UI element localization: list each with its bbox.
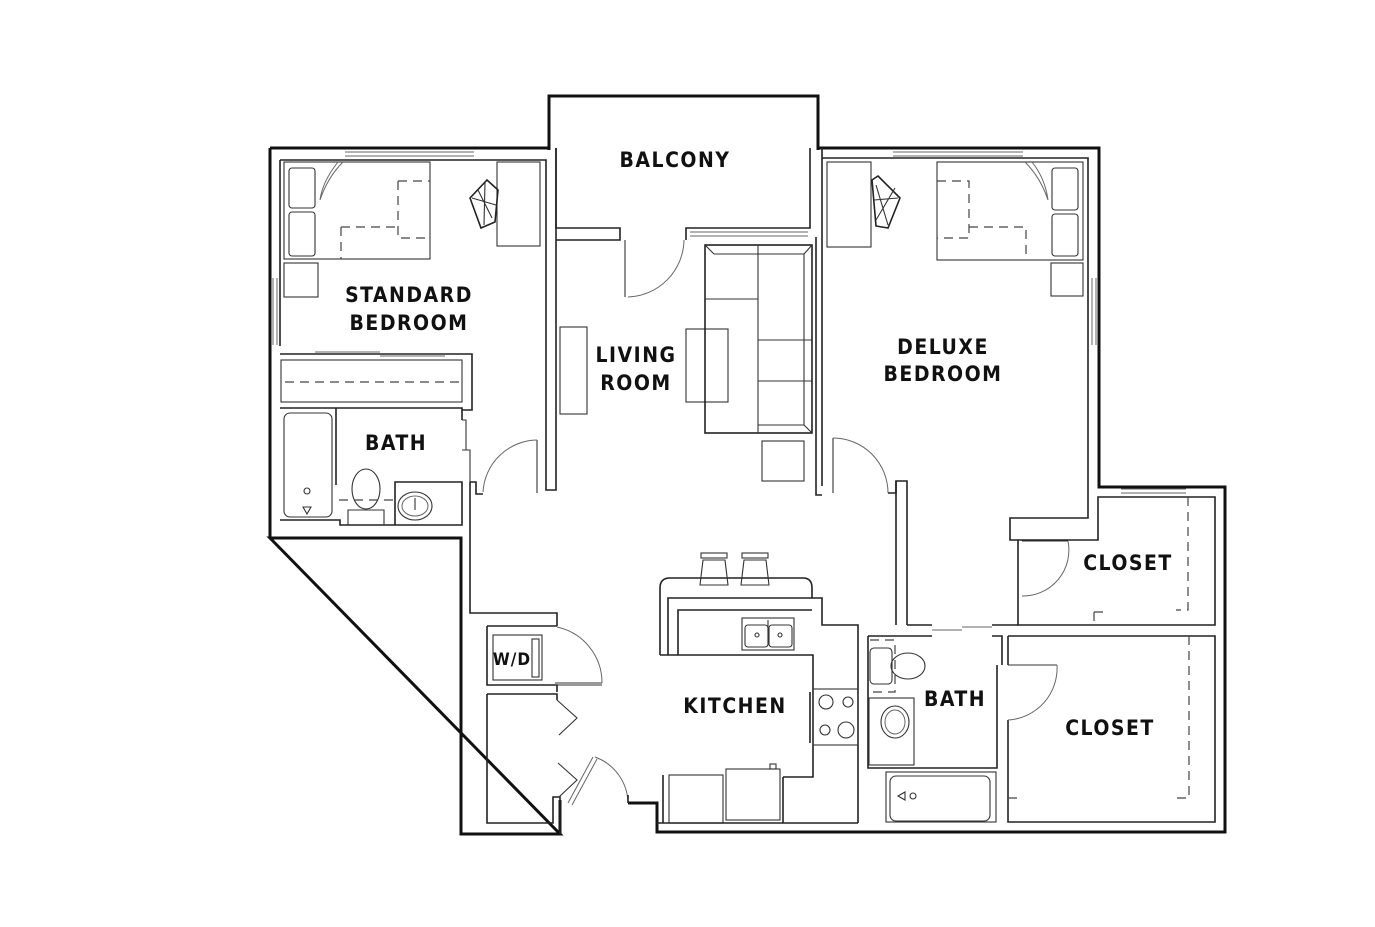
entry-laundry: W/D	[469, 482, 629, 834]
balcony: BALCONY	[555, 148, 811, 298]
room-label-standard-bedroom-1: STANDARD	[345, 283, 473, 307]
room-label-kitchen: KITCHEN	[683, 694, 786, 718]
room-label-standard-bedroom-2: BEDROOM	[350, 311, 469, 335]
room-label-bath-left: BATH	[365, 431, 427, 455]
room-label-living-room-1: LIVING	[595, 343, 676, 367]
sectional-sofa-icon	[704, 244, 813, 434]
bath-left: BATH	[280, 407, 471, 526]
closet-upper: CLOSET	[1017, 488, 1216, 626]
living-room: LIVING ROOM	[470, 148, 823, 496]
desk-chair-icon	[871, 174, 901, 229]
kitchen-sink-icon	[741, 617, 795, 651]
room-label-deluxe-bedroom-1: DELUXE	[897, 335, 989, 359]
washer-dryer-label: W/D	[493, 650, 531, 670]
bath-right: BATH	[867, 624, 1018, 823]
room-label-closet-lower: CLOSET	[1065, 716, 1155, 740]
room-label-living-room-2: ROOM	[600, 371, 671, 395]
room-label-deluxe-bedroom-2: BEDROOM	[884, 362, 1003, 386]
room-label-bath-right: BATH	[924, 687, 986, 711]
desk-chair-icon	[469, 178, 499, 230]
closet-lower: CLOSET	[1007, 635, 1216, 823]
room-label-closet-upper: CLOSET	[1083, 551, 1173, 575]
room-label-balcony: BALCONY	[620, 148, 731, 172]
stove-icon	[809, 688, 859, 746]
kitchen: KITCHEN	[657, 552, 859, 824]
standard-bedroom: STANDARD BEDROOM	[272, 148, 557, 491]
deluxe-bedroom: DELUXE BEDROOM	[822, 151, 1097, 625]
